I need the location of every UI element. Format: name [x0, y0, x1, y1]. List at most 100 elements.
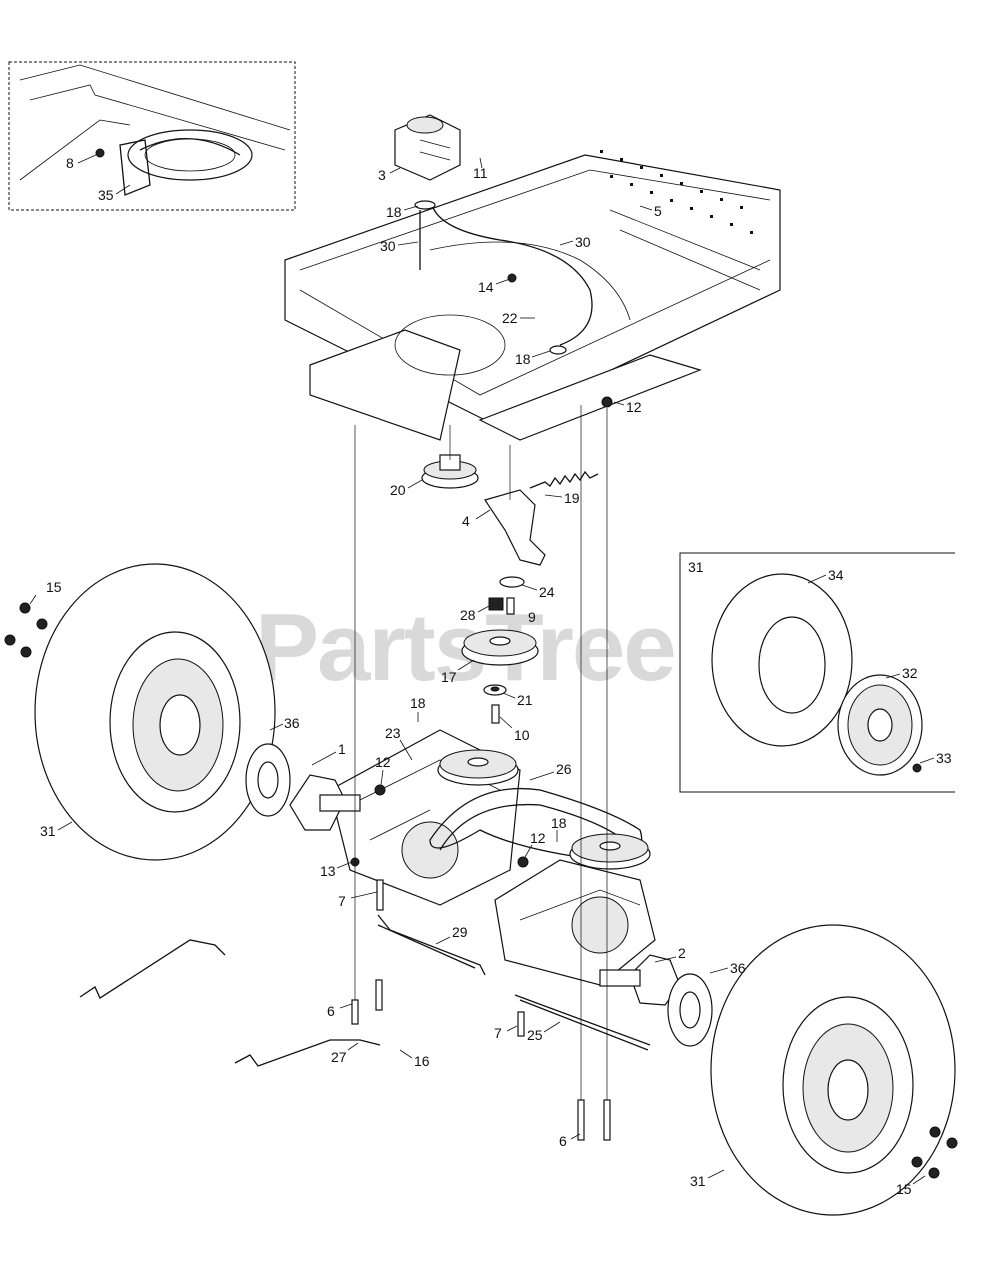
svg-text:4: 4	[462, 513, 470, 529]
callout-12b: 12	[613, 399, 642, 415]
svg-text:18: 18	[515, 351, 531, 367]
callout-27: 27	[331, 1042, 359, 1065]
svg-text:2: 2	[678, 945, 686, 961]
svg-text:30: 30	[575, 234, 591, 250]
callout-26: 26	[529, 761, 572, 781]
callout-19: 19	[544, 490, 580, 506]
callout-10: 10	[499, 716, 530, 743]
callout-20: 20	[390, 479, 423, 498]
svg-text:22: 22	[502, 310, 518, 326]
callout-4: 4	[462, 509, 491, 529]
callout-31a: 31	[40, 821, 73, 839]
washer-21	[483, 684, 507, 696]
svg-text:35: 35	[98, 187, 114, 203]
input-pulley-left	[437, 749, 519, 786]
svg-text:17: 17	[441, 669, 457, 685]
callout-2: 2	[654, 945, 686, 963]
rear-wheel-right	[710, 924, 956, 1216]
callout-6a: 6	[327, 1003, 353, 1019]
svg-text:30: 30	[380, 238, 396, 254]
callout-22: 22	[502, 310, 535, 326]
callout-15b: 15	[896, 1175, 926, 1197]
axle-hub-2	[599, 954, 681, 1006]
svg-text:12: 12	[375, 754, 391, 770]
control-rod-27	[234, 1039, 381, 1067]
callout-12a: 12	[375, 754, 391, 786]
callout-18a: 18	[386, 204, 419, 220]
bolt-10	[491, 704, 500, 724]
frame-chassis	[284, 150, 781, 441]
svg-text:10: 10	[514, 727, 530, 743]
inset-frame-top-left	[8, 61, 296, 211]
callout-9: 9	[528, 609, 536, 625]
alignment-lines	[354, 405, 608, 1100]
svg-text:18: 18	[551, 815, 567, 831]
callout-15a: 15	[29, 579, 62, 605]
inset-frame-right	[679, 552, 955, 793]
rear-wheel-left	[34, 563, 276, 861]
callout-33: 33	[919, 750, 952, 766]
svg-text:27: 27	[331, 1049, 347, 1065]
svg-text:12: 12	[626, 399, 642, 415]
svg-text:7: 7	[494, 1025, 502, 1041]
callout-35: 35	[98, 184, 131, 203]
svg-text:34: 34	[828, 567, 844, 583]
svg-text:12: 12	[530, 830, 546, 846]
callout-28: 28	[460, 605, 490, 623]
svg-text:1: 1	[338, 741, 346, 757]
svg-text:18: 18	[386, 204, 402, 220]
svg-text:16: 16	[414, 1053, 430, 1069]
lug-nuts-right	[911, 1126, 958, 1179]
svg-text:8: 8	[66, 155, 74, 171]
svg-text:20: 20	[390, 482, 406, 498]
callout-32: 32	[885, 665, 918, 681]
svg-text:14: 14	[478, 279, 494, 295]
svg-text:5: 5	[654, 203, 662, 219]
spacer-24	[499, 576, 525, 588]
callout-11: 11	[473, 157, 488, 181]
svg-text:32: 32	[902, 665, 918, 681]
axle-hub-1	[289, 774, 361, 831]
callout-7b: 7	[494, 1025, 518, 1041]
svg-text:25: 25	[527, 1027, 543, 1043]
bushing-28	[488, 597, 504, 611]
input-pulley-right	[569, 833, 651, 870]
callout-25: 25	[527, 1021, 561, 1043]
callout-30a: 30	[380, 238, 419, 254]
transaxle-right	[494, 859, 656, 986]
bolt-9	[506, 597, 515, 615]
svg-text:7: 7	[338, 893, 346, 909]
idler-bracket-4	[484, 489, 546, 566]
svg-text:36: 36	[730, 960, 746, 976]
callout-17: 17	[441, 659, 475, 685]
callout-31c: 31	[690, 1169, 725, 1189]
svg-text:21: 21	[517, 692, 533, 708]
svg-text:29: 29	[452, 924, 468, 940]
svg-text:13: 13	[320, 863, 336, 879]
callout-3: 3	[378, 167, 401, 183]
callout-14: 14	[478, 278, 511, 295]
svg-text:18: 18	[410, 695, 426, 711]
callout-5: 5	[639, 203, 662, 219]
svg-text:31: 31	[40, 823, 56, 839]
svg-text:15: 15	[46, 579, 62, 595]
callout-18d: 18	[551, 815, 567, 842]
callout-30b: 30	[559, 234, 591, 250]
svg-text:31: 31	[690, 1173, 706, 1189]
svg-text:31: 31	[688, 559, 704, 575]
svg-text:24: 24	[539, 584, 555, 600]
callout-8: 8	[66, 153, 99, 171]
svg-text:6: 6	[327, 1003, 335, 1019]
svg-text:3: 3	[378, 167, 386, 183]
svg-text:6: 6	[559, 1133, 567, 1149]
svg-text:36: 36	[284, 715, 300, 731]
svg-text:19: 19	[564, 490, 580, 506]
rod-29	[377, 914, 486, 976]
bypass-rod-25	[514, 994, 651, 1051]
callout-21: 21	[502, 692, 533, 708]
hub-plate-36-left	[245, 743, 291, 817]
control-rod-left	[79, 939, 226, 999]
callout-24: 24	[521, 584, 555, 600]
callout-7a: 7	[338, 891, 378, 909]
